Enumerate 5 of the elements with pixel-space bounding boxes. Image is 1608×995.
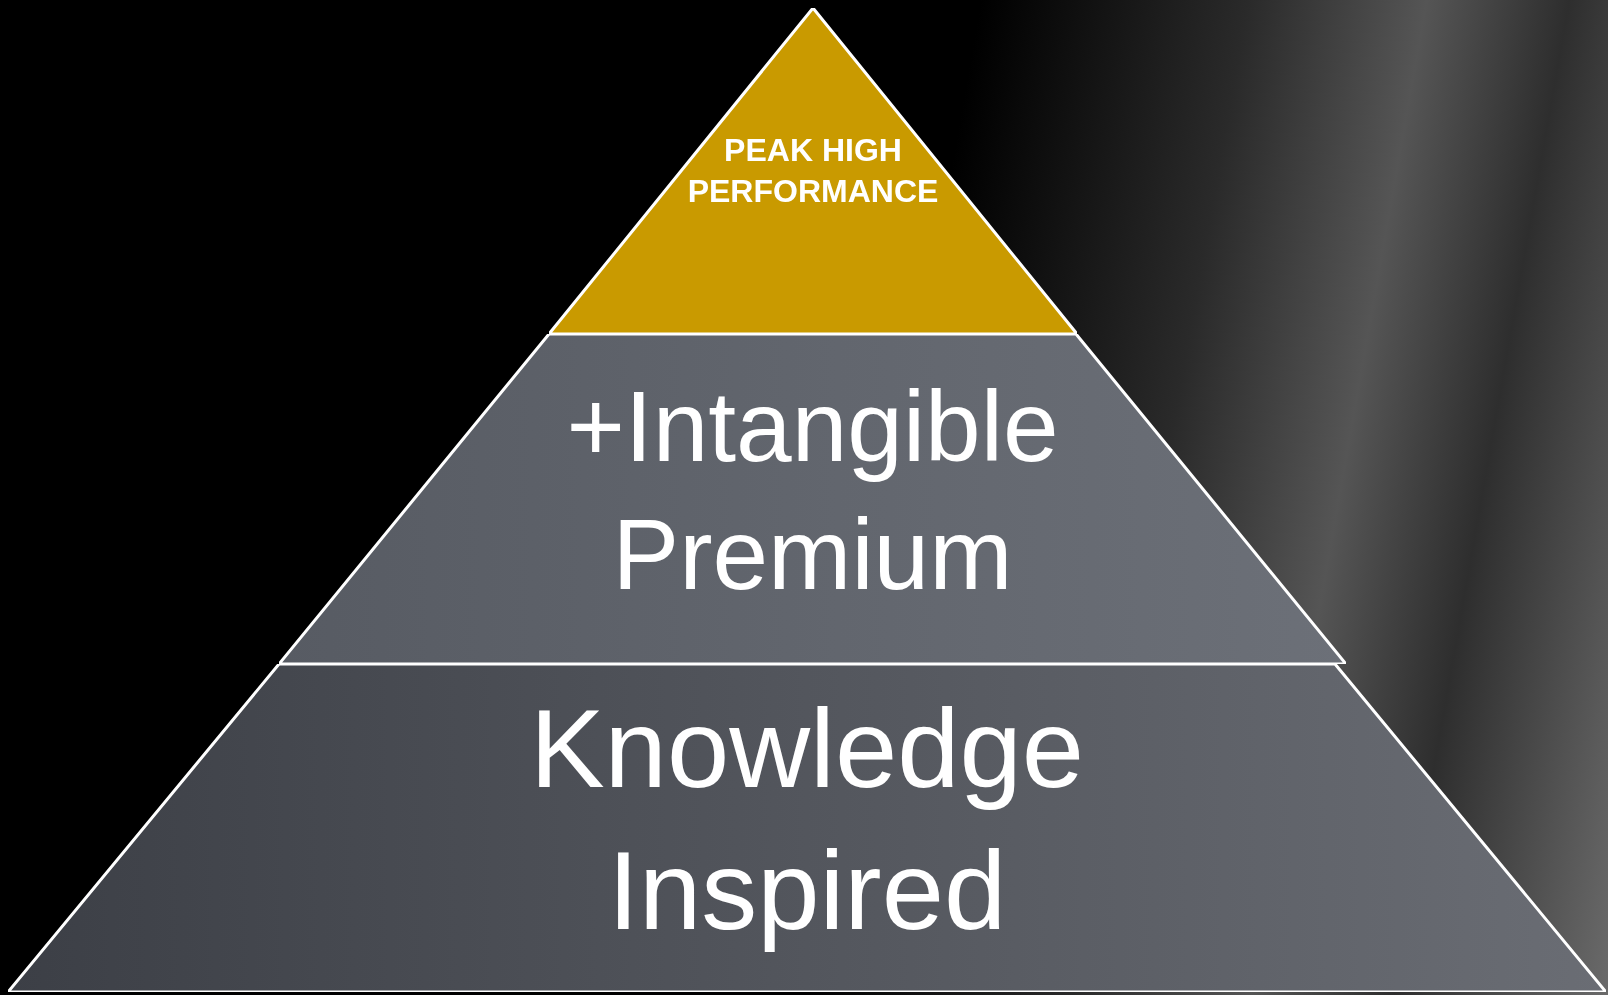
pyramid-tier (279, 334, 1346, 664)
tier-label: +Intangible Premium (566, 369, 1059, 612)
tier-label: Knowledge Inspired (529, 685, 1085, 955)
pyramid-tier (8, 664, 1606, 992)
tier-label: PEAK HIGH PERFORMANCE (687, 131, 939, 211)
